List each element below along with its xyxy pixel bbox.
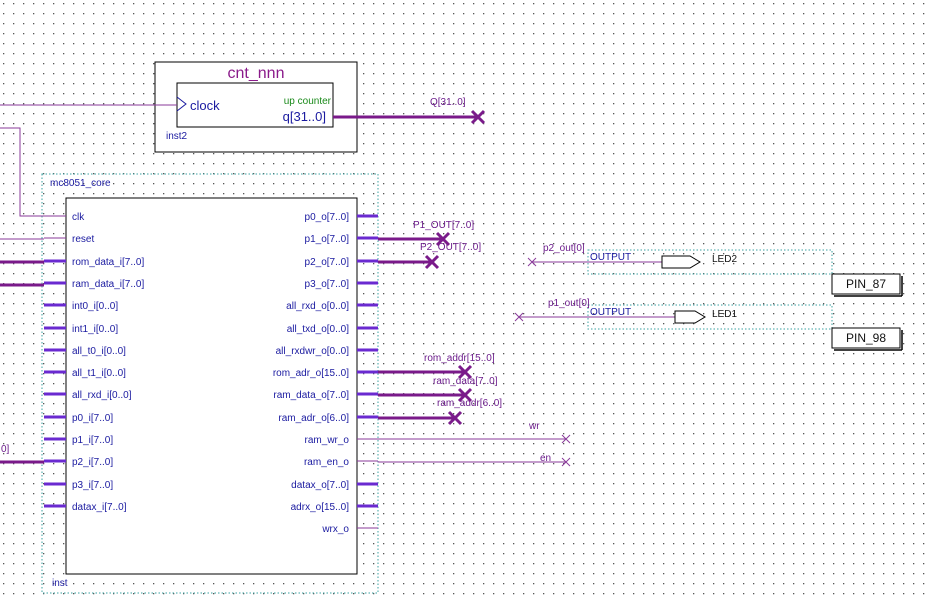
core-title: mc8051_core [50,178,111,189]
core-pin-p0-i: p0_i[7..0] [72,413,113,424]
core-pin-p1-i: p1_i[7..0] [72,435,113,446]
led2-net-label: p2_out[0] [543,243,585,254]
core-pin-rom-data-i: rom_data_i[7..0] [72,257,144,268]
core-pin-p3-i: p3_i[7..0] [72,480,113,491]
output-led2[interactable]: OUTPUT LED2 p2_out[0] PIN_87 [532,243,903,297]
counter-instance: inst2 [166,131,188,142]
core-pin-int0-i: int0_i[0..0] [72,301,118,312]
core-pin-all-t1-i: all_t1_i[0..0] [72,368,126,379]
led1-pin-assignment: PIN_98 [846,331,886,345]
led2-pin-assignment: PIN_87 [846,277,886,291]
core-pin-ram-data-i: ram_data_i[7..0] [72,279,144,290]
mc8051-core-block[interactable]: mc8051_core inst [41,173,379,594]
core-pin-ram-en-o: ram_en_o [304,457,349,468]
core-pin-all-rxdwr-o: all_rxdwr_o[0..0] [276,346,350,357]
core-pin-all-txd-o: all_txd_o[0..0] [287,324,349,335]
core-pin-p1-o: p1_o[7..0] [305,234,350,245]
core-pin-p2-o: p2_o[7..0] [305,257,350,268]
counter-clock-pin: clock [190,98,220,113]
left-partial-net-label: 0] [1,444,10,455]
led1-name: LED1 [712,309,737,320]
core-pin-all-t0-i: all_t0_i[0..0] [72,346,126,357]
core-pin-p0-o: p0_o[7..0] [305,212,350,223]
core-pin-int1-i: int1_i[0..0] [72,324,118,335]
ram-data-net-label: ram_data[7..0] [433,376,498,387]
output-pin-arrow-icon [661,255,701,269]
output-pin-arrow-icon [674,310,706,324]
core-pin-p3-o: p3_o[7..0] [305,279,350,290]
rom-addr-net-label: rom_addr[15..0] [424,353,495,364]
core-pin-datax-i: datax_i[7..0] [72,502,127,513]
core-pin-rom-adr-o: rom_adr_o[15..0] [273,368,349,379]
counter-title: cnt_nnn [228,65,285,82]
counter-block[interactable]: cnt_nnn clock up counter q[31..0] inst2 [154,61,358,153]
core-pin-all-rxd-i: all_rxd_i[0..0] [72,390,132,401]
core-pin-clk: clk [72,212,85,223]
clk-wire[interactable] [0,127,44,217]
core-body [65,197,358,575]
q-net-label: Q[31..0] [430,97,466,108]
en-net-label: en [540,453,551,464]
led1-net-label: p1_out[0] [548,298,590,309]
core-pin-all-rxd-o: all_rxd_o[0..0] [286,301,349,312]
led2-type: OUTPUT [590,252,631,263]
core-pin-reset: reset [72,234,94,245]
core-pin-adrx-o: adrx_o[15..0] [291,502,350,513]
core-instance-border [41,173,379,594]
core-pin-ram-data-o: ram_data_o[7..0] [273,390,349,401]
core-right-pins: p0_o[7..0] p1_o[7..0] p2_o[7..0] p3_o[7..0]… [273,212,378,535]
clock-triangle-icon [176,96,187,112]
core-instance: inst [52,578,68,589]
core-pin-p2-i: p2_i[7..0] [72,457,113,468]
led1-type: OUTPUT [590,307,631,318]
wr-net-label: wr [528,421,540,432]
bus-end-x-icons [424,109,486,426]
core-pin-ram-wr-o: ram_wr_o [305,435,350,446]
core-left-pins: clk reset rom_data_i[7..0] ram_data_i[7..0]… [44,212,144,513]
counter-output-pin: q[31..0] [283,109,326,124]
p1-out-net-label: P1_OUT[7..0] [413,220,474,231]
output-led1[interactable]: OUTPUT LED1 p1_out[0] PIN_98 [519,298,903,351]
counter-type-label: up counter [284,96,332,107]
core-pin-ram-adr-o: ram_adr_o[6..0] [278,413,349,424]
core-pin-datax-o: datax_o[7..0] [291,480,349,491]
p2-out-net-label: P2_OUT[7..0] [420,242,481,253]
led2-name: LED2 [712,254,737,265]
core-pin-wrx-o: wrx_o [321,524,349,535]
ram-addr-net-label: ram_addr[6..0] [437,398,502,409]
